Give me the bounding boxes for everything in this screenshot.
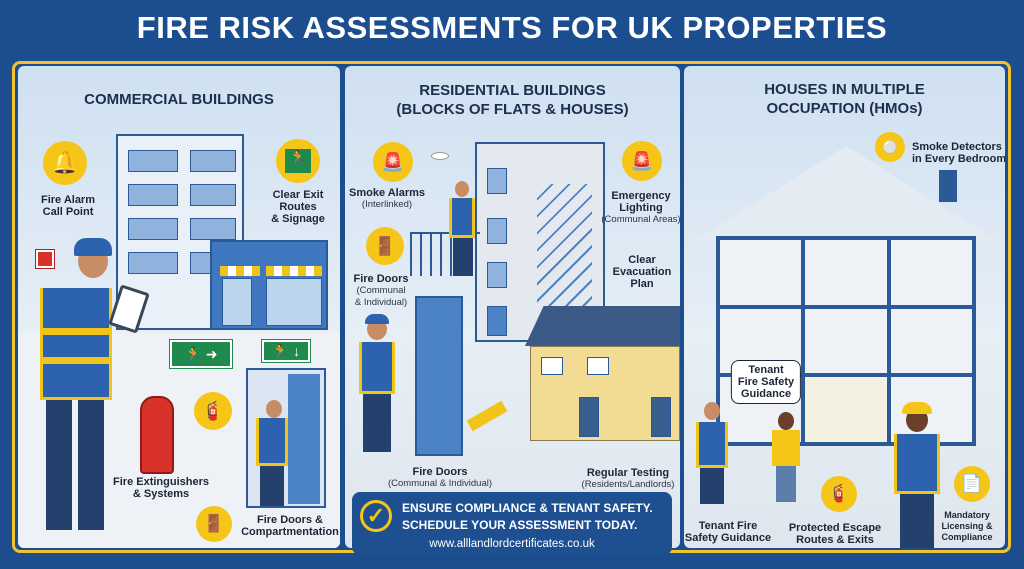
hard-hat: [74, 238, 112, 256]
fire-extinguisher: [140, 396, 174, 474]
residential-panel: RESIDENTIAL BUILDINGS(BLOCKS OF FLATS & …: [345, 66, 680, 548]
fire-extinguisher-icon: 🧯: [194, 392, 232, 430]
door-icon: 🚪: [366, 227, 404, 265]
smoke-detector-icon: ⚪: [875, 132, 905, 162]
residential-title: RESIDENTIAL BUILDINGS(BLOCKS OF FLATS & …: [396, 82, 629, 118]
cta-line1: ENSURE COMPLIANCE & TENANT SAFETY.: [402, 501, 653, 515]
hmo-house-cutaway: [716, 236, 976, 446]
exit-sign-right: 🏃 ➜: [169, 339, 233, 369]
block-of-flats: [475, 142, 605, 342]
website-link[interactable]: www.alllandlordcertificates.co.uk: [429, 538, 595, 550]
evacuation-arrow: [466, 400, 508, 432]
shop-building: [210, 240, 328, 330]
label-fire-doors-top: Fire Doors(Communal& Individual): [353, 273, 409, 308]
fire-door-icon: 🚪: [196, 506, 232, 542]
cta-banner[interactable]: ✓ ENSURE COMPLIANCE & TENANT SAFETY. SCH…: [352, 492, 672, 555]
fire-alarm-bell-icon: 🔔: [43, 141, 87, 185]
label-fire-doors-compartmentation: Fire Doors &Compartmentation: [241, 514, 339, 538]
label-smoke-alarms: Smoke Alarms(Interlinked): [348, 187, 426, 210]
house-roof: [525, 306, 680, 346]
label-fire-doors-bottom: Fire Doors(Communal & Individual): [387, 466, 493, 489]
call-point-icon: [35, 249, 55, 269]
exit-sign-down: 🏃 ↓: [261, 339, 311, 363]
checkmark-circle-icon: ✓: [360, 500, 392, 532]
smoke-alarm-device: [431, 152, 449, 160]
commercial-title: COMMERCIAL BUILDINGS: [84, 91, 274, 108]
fire-extinguisher-icon: 🧯: [821, 476, 857, 512]
fire-door: [415, 296, 463, 456]
cta-line2: SCHEDULE YOUR ASSESSMENT TODAY.: [402, 518, 638, 532]
chimney: [939, 170, 957, 202]
terraced-houses: [530, 346, 680, 441]
alarm-beacon-icon: 🚨: [373, 142, 413, 182]
exit-sign-icon: 🏃: [276, 139, 320, 183]
document-check-icon: 📄: [954, 466, 990, 502]
label-fire-extinguishers: Fire Extinguishers& Systems: [113, 476, 209, 500]
emergency-light-icon: 🚨: [622, 141, 662, 181]
label-regular-testing: Regular Testing(Residents/Landlords): [581, 467, 675, 490]
hi-vis-vest: [40, 288, 112, 400]
page-title: FIRE RISK ASSESSMENTS FOR UK PROPERTIES: [136, 10, 888, 45]
